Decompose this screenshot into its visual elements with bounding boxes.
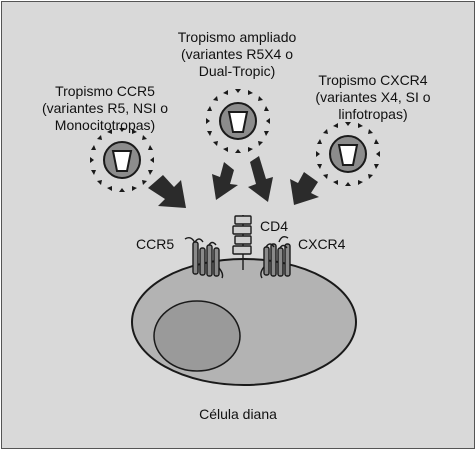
ccr5-receptor xyxy=(184,236,224,279)
label-ccr5: CCR5 xyxy=(136,236,175,252)
label-virus-right: Tropismo CXCR4 (variantes X4, SI o linfo… xyxy=(288,72,458,123)
label-virus-right-line3: linfotropas) xyxy=(338,106,408,122)
virion-center xyxy=(206,89,270,153)
label-virus-left-title: Tropismo CCR5 xyxy=(55,83,155,99)
label-cell: Célula diana xyxy=(199,406,277,422)
virion-right xyxy=(316,122,380,186)
label-cxcr4: CXCR4 xyxy=(298,236,346,252)
arrow-center-right xyxy=(248,156,273,202)
label-virus-left-line2: (variantes R5, NSI o xyxy=(41,100,169,116)
virion-left xyxy=(90,128,154,192)
label-virus-left-line3: Monocitotropas) xyxy=(54,117,156,133)
arrow-left xyxy=(148,175,186,208)
arrow-center-left xyxy=(212,162,238,200)
label-virus-center-title: Tropismo ampliado xyxy=(177,29,297,45)
label-virus-right-title: Tropismo CXCR4 xyxy=(318,72,428,88)
label-virus-center-line3: Dual-Tropic) xyxy=(198,63,276,79)
label-virus-right-line2: (variantes X4, SI o xyxy=(315,89,431,105)
cd4-receptor xyxy=(232,215,252,270)
label-cd4: CD4 xyxy=(260,218,289,234)
label-virus-left: Tropismo CCR5 (variantes R5, NSI o Monoc… xyxy=(20,83,190,134)
label-virus-center: Tropismo ampliado (variantes R5X4 o Dual… xyxy=(154,29,320,80)
label-virus-center-line2: (variantes R5X4 o xyxy=(180,46,294,62)
cell-nucleus xyxy=(153,300,241,372)
arrow-right xyxy=(290,172,319,205)
cxcr4-receptor xyxy=(260,235,291,279)
